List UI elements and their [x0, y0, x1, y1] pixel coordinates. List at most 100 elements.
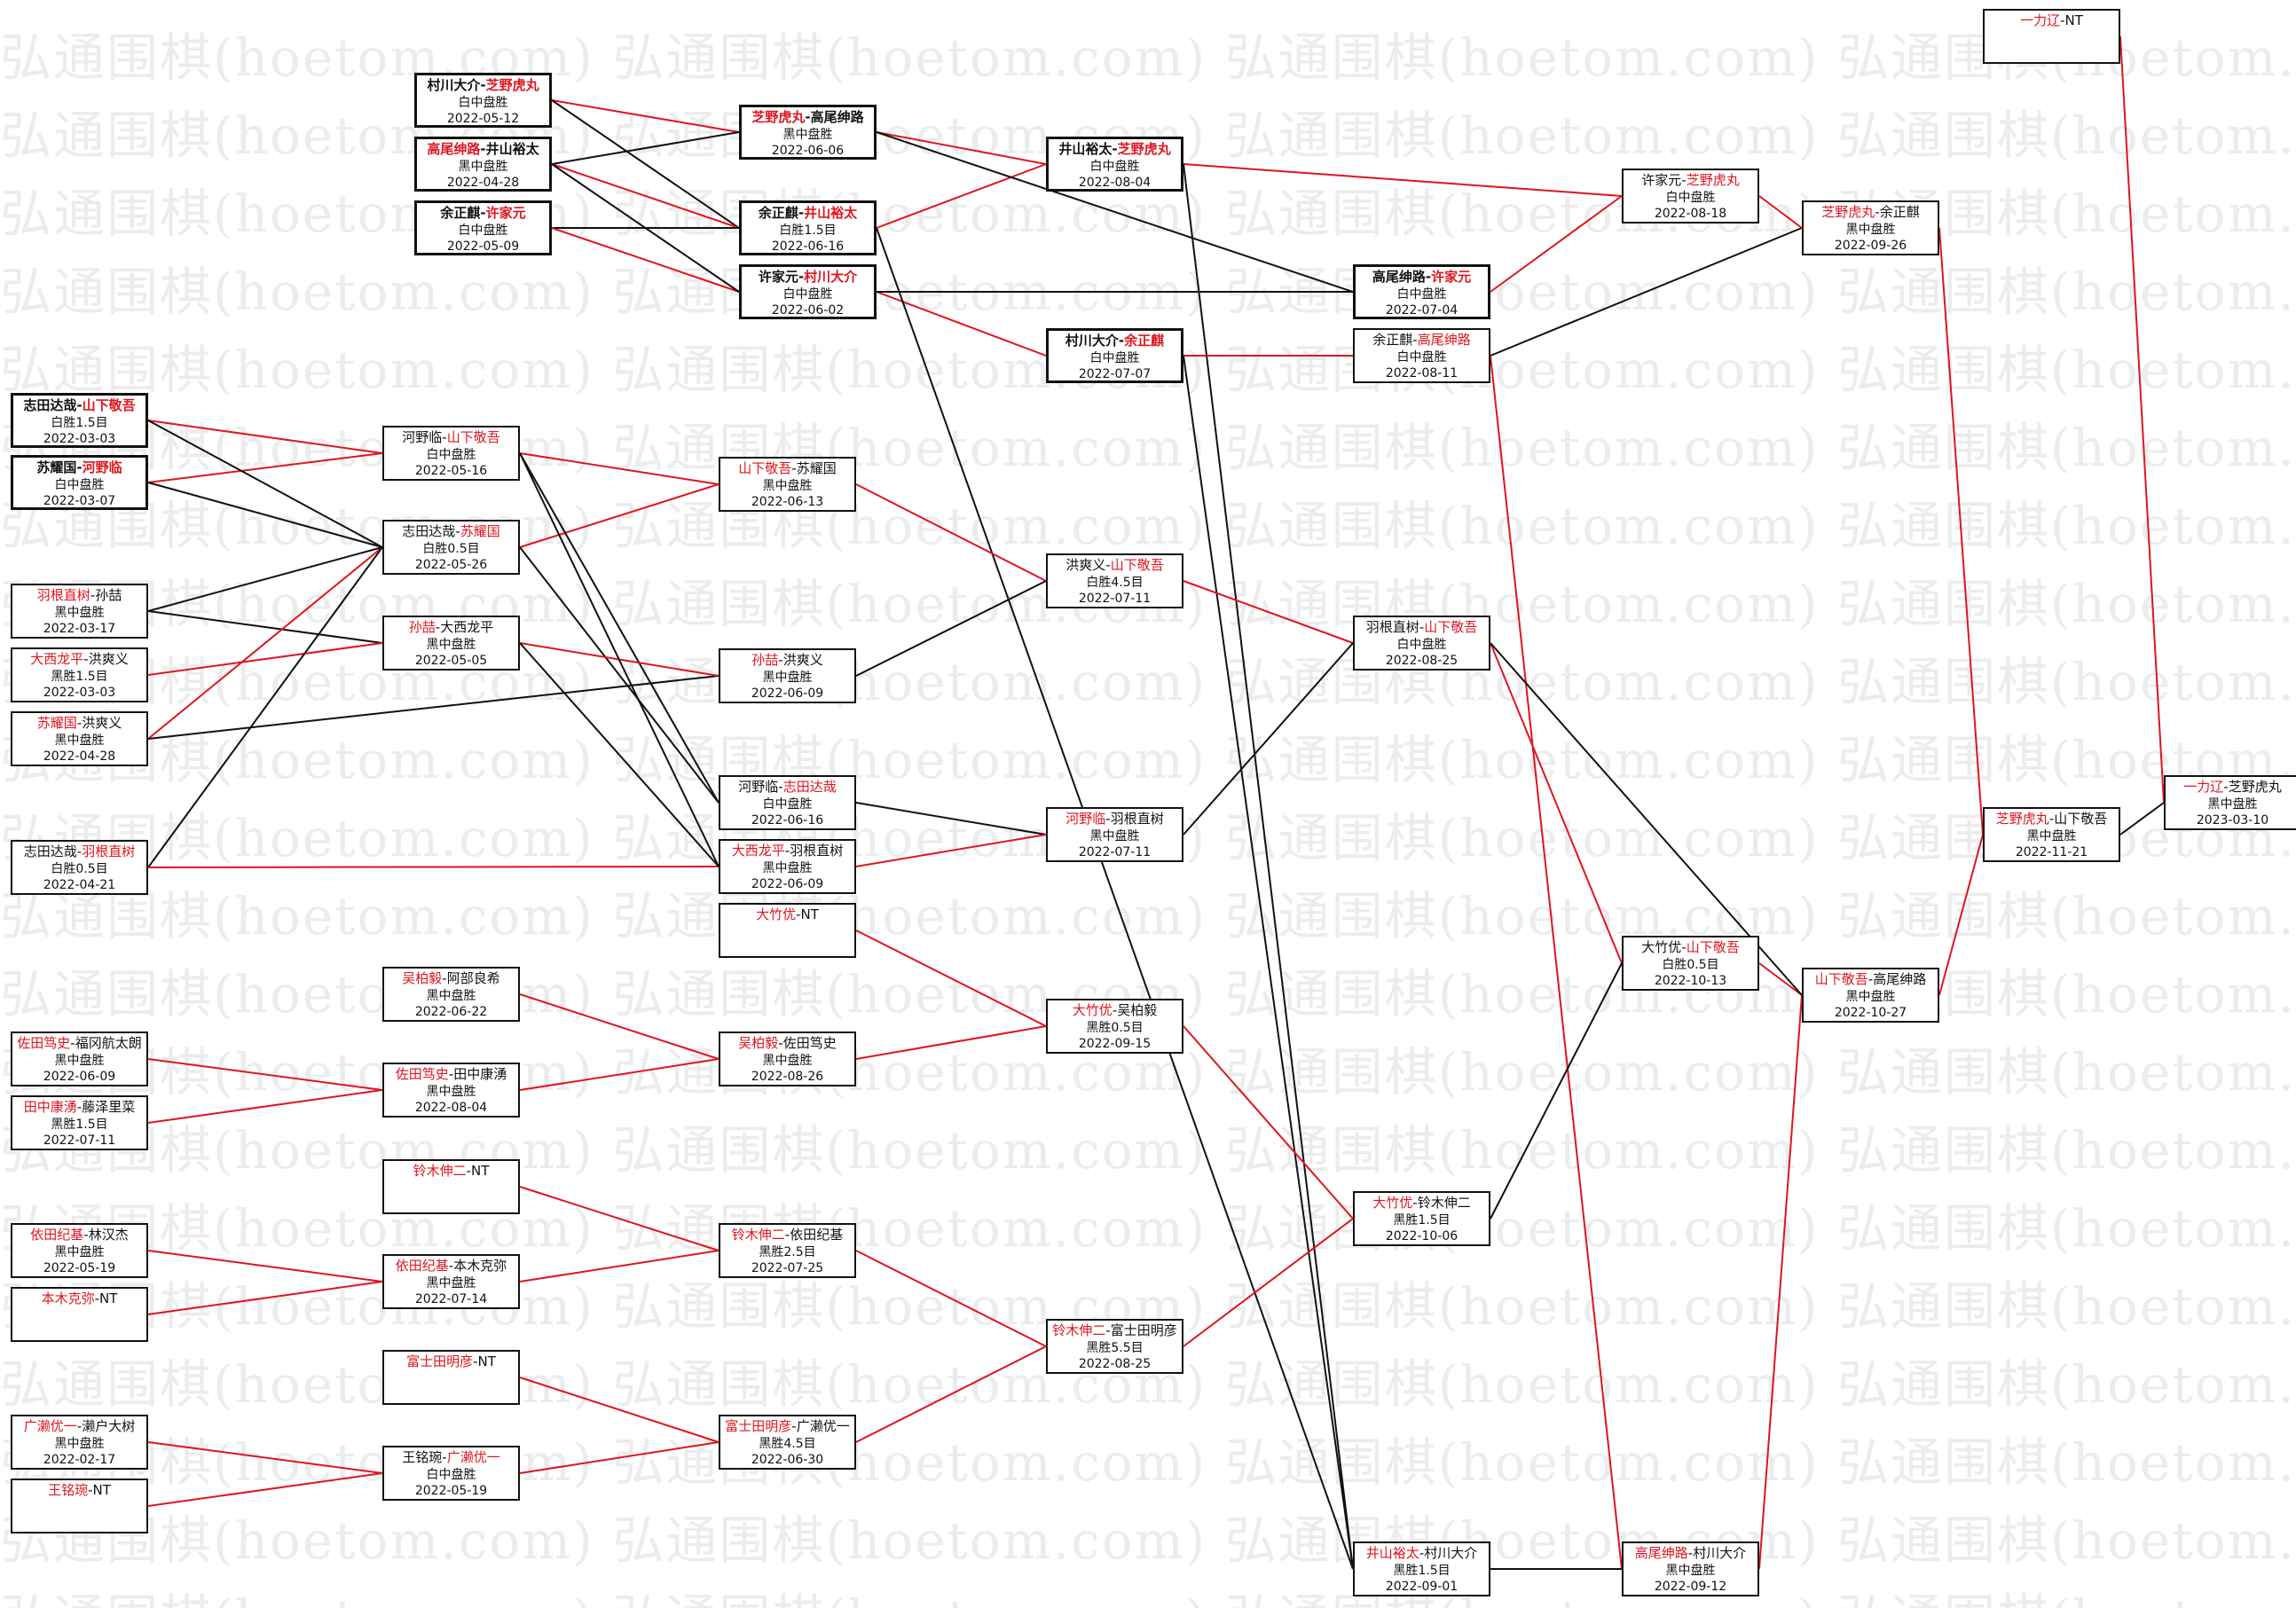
player-1: 本木克弥: [41, 1290, 95, 1306]
player-2: NT: [800, 906, 819, 922]
bracket-link: [876, 131, 1354, 293]
match-players: 许家元-村川大介: [742, 267, 874, 286]
match-players: 佐田笃史-福冈航太朗: [12, 1033, 146, 1053]
player-2: NT: [92, 1482, 111, 1498]
player-1: 苏耀国: [36, 459, 77, 475]
match-result: 白中盘胜: [782, 287, 833, 302]
separator: -: [442, 970, 447, 986]
player-1: 佐田笃史: [17, 1035, 71, 1051]
player-2: 芝野虎丸: [1117, 141, 1171, 157]
bracket-link: [519, 546, 719, 804]
player-1: 铃木伸二: [413, 1163, 467, 1179]
match-result: 黑中盘胜: [54, 1054, 105, 1068]
player-2: 山下敬吾: [1686, 939, 1740, 955]
player-1: 村川大介: [427, 77, 481, 93]
separator: -: [442, 429, 447, 445]
match-players: 芝野虎丸-高尾绅路: [742, 107, 874, 127]
match-result: 黑中盘胜: [458, 160, 508, 174]
match-players: 高尾绅路-许家元: [1356, 267, 1488, 286]
bracket-link: [147, 546, 383, 740]
player-2: 村川大介: [1424, 1545, 1478, 1561]
separator: -: [1118, 333, 1125, 349]
match-date: 2022-04-21: [43, 878, 116, 892]
separator: -: [448, 1066, 454, 1082]
separator: -: [784, 1227, 790, 1243]
player-1: 大西龙平: [731, 843, 785, 859]
player-2: 高尾绅路: [1417, 332, 1471, 348]
player-1: 高尾绅路: [1634, 1545, 1688, 1561]
player-2: 芝野虎丸: [1686, 172, 1740, 188]
bracket-link: [1758, 994, 1803, 1570]
player-2: 洪爽义: [782, 652, 823, 668]
separator: -: [448, 1258, 454, 1274]
bracket-link: [551, 99, 740, 133]
match-players: 王铭琬-广濑优一: [384, 1447, 518, 1467]
player-1: 依田纪基: [395, 1258, 449, 1274]
match-result: [720, 924, 854, 940]
separator: -: [76, 1099, 83, 1115]
match-result: 黑胜1.5目: [51, 670, 108, 684]
match-players: 许家元-芝野虎丸: [1624, 170, 1757, 190]
bracket-link: [1183, 163, 1623, 197]
separator: -: [778, 652, 783, 668]
player-1: 余正麒: [758, 205, 798, 221]
player-1: 孙喆: [751, 652, 779, 668]
separator: -: [442, 1449, 447, 1465]
match-players: 富士田明彦-广濑优一: [720, 1416, 854, 1436]
match-date: 2022-07-11: [43, 1133, 116, 1148]
separator: -: [1105, 1322, 1111, 1338]
player-1: 吴柏毅: [402, 970, 443, 986]
match-players: 余正麒-井山裕太: [742, 203, 874, 223]
match-result: 黑中盘胜: [2026, 829, 2077, 843]
match-players: 高尾绅路-村川大介: [1624, 1543, 1757, 1563]
player-2: 余正麒: [1879, 204, 1920, 220]
bracket-link: [1490, 962, 1623, 1220]
match-players: 河野临-羽根直树: [1048, 809, 1182, 828]
player-1: 芝野虎丸: [751, 109, 806, 125]
player-2: 高尾绅路: [1873, 971, 1927, 987]
match-date: 2022-09-26: [1834, 239, 1907, 253]
match-date: 2022-06-13: [751, 495, 824, 509]
match-result: 黑中盘胜: [54, 1245, 105, 1259]
match-date: [1985, 46, 2119, 62]
match-result: 白中盘胜: [426, 1468, 476, 1482]
bracket-link: [519, 1058, 719, 1091]
match-result: 黑胜5.5目: [1086, 1341, 1144, 1355]
bracket-link: [519, 1186, 719, 1251]
player-2: 志田达哉: [782, 779, 837, 795]
bracket-link: [147, 1250, 383, 1282]
separator: -: [1687, 1545, 1694, 1561]
player-2: 阿部良希: [446, 970, 500, 986]
match-players: 苏耀国-河野临: [13, 458, 145, 477]
match-result: [384, 1371, 518, 1387]
player-2: NT: [471, 1163, 490, 1179]
player-1: 吴柏毅: [738, 1035, 779, 1051]
match-players: 佐田笃史-田中康湧: [384, 1064, 518, 1084]
match-players: 一力辽-NT: [1985, 11, 2119, 30]
match-players: 河野临-山下敬吾: [384, 427, 518, 447]
player-1: 苏耀国: [36, 715, 77, 731]
bracket-link: [1490, 642, 1623, 964]
bracket-link: [876, 291, 1047, 357]
separator: -: [1112, 1002, 1118, 1018]
match-date: 2022-10-13: [1654, 974, 1727, 988]
player-1: 许家元: [1641, 172, 1682, 188]
separator: -: [2048, 811, 2055, 827]
separator: -: [76, 1418, 83, 1434]
bracket-link: [147, 546, 383, 868]
match-date: 2022-11-21: [2015, 845, 2088, 859]
player-1: 大竹优: [1372, 1195, 1413, 1211]
bracket-link: [519, 452, 719, 804]
player-1: 田中康湧: [23, 1099, 77, 1115]
bracket-link: [1183, 580, 1354, 644]
match-result: 黑中盘胜: [762, 671, 813, 685]
player-2: 山下敬吾: [1424, 619, 1478, 635]
bracket-link: [855, 1025, 1047, 1060]
